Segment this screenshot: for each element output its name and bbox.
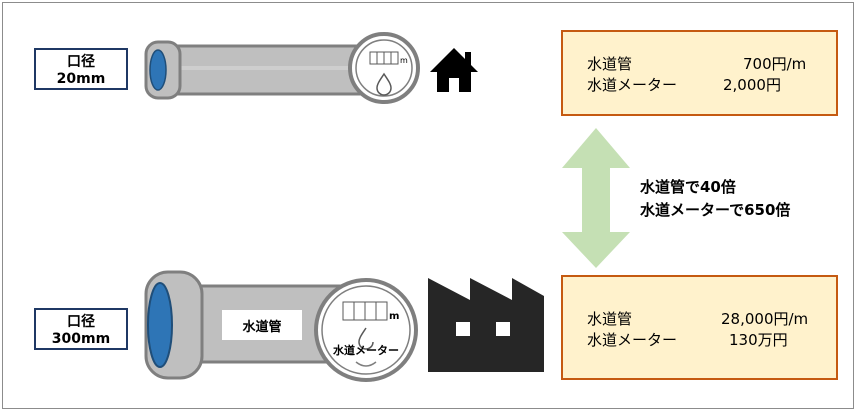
small-meter-cost-label: 水道メーター xyxy=(587,76,678,94)
small-water-meter: m xyxy=(348,32,420,104)
large-water-meter: m 水道メーター xyxy=(314,278,418,382)
double-arrow-icon xyxy=(562,128,630,268)
large-meter-cost-label: 水道メーター xyxy=(587,331,678,349)
large-pipe-label: 水道管 xyxy=(242,319,281,335)
small-cost-box: 水道管 700円/m 水道メーター 2,000円 xyxy=(561,30,838,116)
large-meter-label: 水道メーター xyxy=(333,343,399,357)
small-pipe-cost-value: 700円/m xyxy=(743,55,807,73)
large-meter-cost-value: 130万円 xyxy=(729,331,788,349)
large-meter-unit: m xyxy=(389,311,399,322)
large-diameter-label: 口径 xyxy=(67,314,95,330)
water-drop-icon xyxy=(376,72,392,96)
factory-icon xyxy=(428,278,544,372)
small-pipe-cost-label: 水道管 xyxy=(587,55,633,73)
large-pipe-cost-value: 28,000円/m xyxy=(721,310,809,328)
large-pipe-cost-label: 水道管 xyxy=(587,310,633,328)
comparison-meter-ratio: 水道メーターで650倍 xyxy=(640,201,791,219)
small-diameter-value: 20mm xyxy=(56,71,106,87)
small-meter-cost-value: 2,000円 xyxy=(723,76,781,94)
house-icon xyxy=(430,48,478,92)
large-diameter-box: 口径 300mm xyxy=(34,308,128,350)
large-pipe xyxy=(144,270,348,380)
small-diameter-box: 口径 20mm xyxy=(34,48,128,90)
water-drop-icon xyxy=(358,327,374,350)
large-cost-box: 水道管 28,000円/m 水道メーター 130万円 xyxy=(561,275,838,380)
comparison-pipe-ratio: 水道管で40倍 xyxy=(640,178,736,196)
small-diameter-label: 口径 xyxy=(67,54,95,70)
large-diameter-value: 300mm xyxy=(51,331,111,347)
small-meter-unit: m xyxy=(400,56,408,65)
